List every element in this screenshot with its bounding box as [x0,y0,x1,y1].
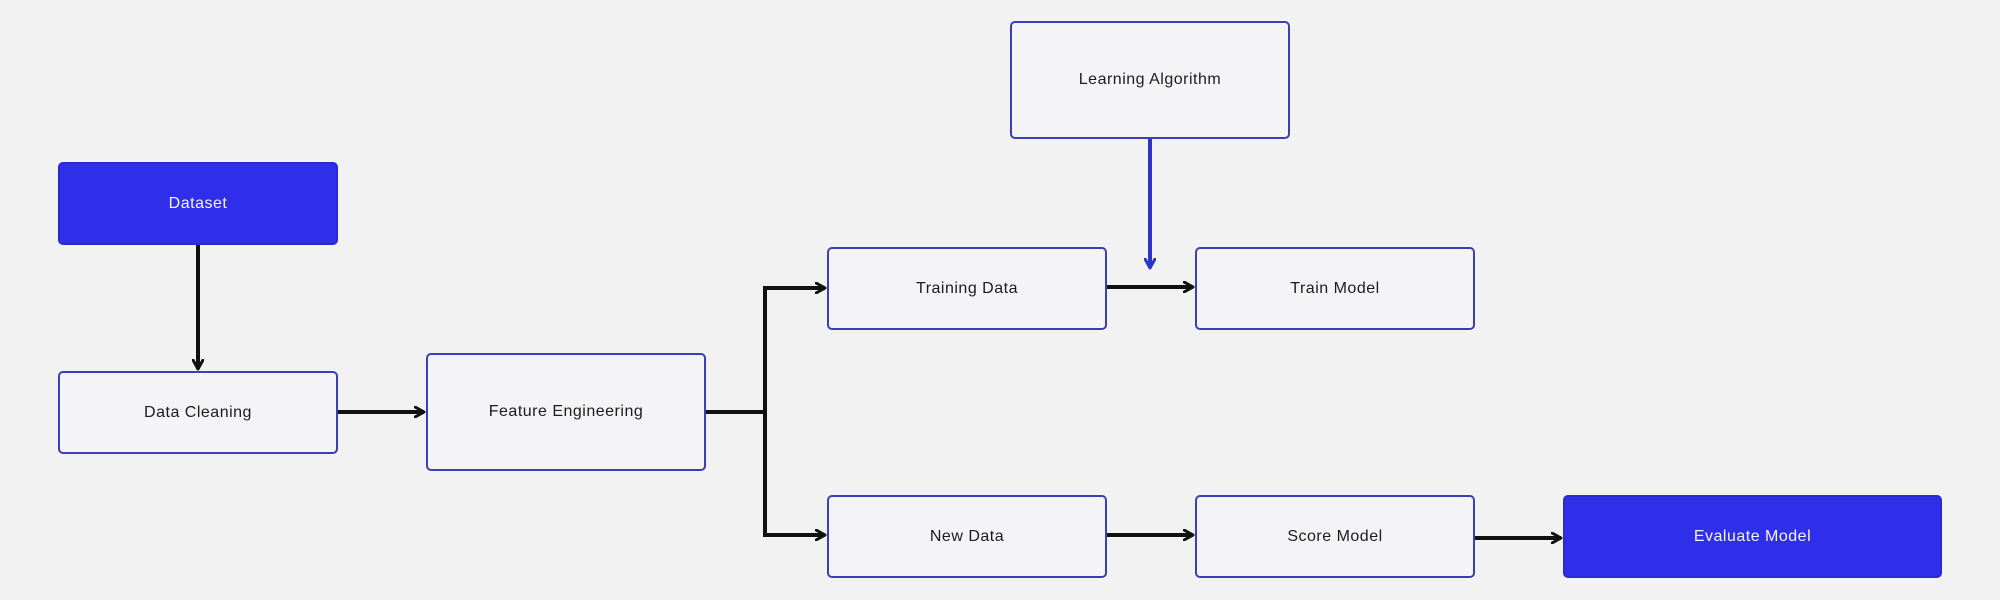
node-data-cleaning-label: Data Cleaning [144,403,252,421]
node-training-data-label: Training Data [916,279,1018,297]
node-feature-engineering-label: Feature Engineering [488,403,644,420]
node-learning-algorithm-label: Learning Algorithm [1078,71,1222,88]
node-dataset[interactable]: Dataset [58,162,338,245]
edge-feature-to-training [706,288,825,414]
edge-feature-to-newdata [763,412,825,535]
node-evaluate-model[interactable]: Evaluate Model [1563,495,1942,578]
node-training-data[interactable]: Training Data [827,247,1107,330]
node-feature-engineering[interactable]: Feature Engineering [426,353,706,471]
node-new-data[interactable]: New Data [827,495,1107,578]
node-score-model[interactable]: Score Model [1195,495,1475,578]
node-new-data-label: New Data [929,527,1005,545]
node-data-cleaning[interactable]: Data Cleaning [58,371,338,454]
node-score-model-label: Score Model [1287,527,1383,545]
node-train-model[interactable]: Train Model [1195,247,1475,330]
node-evaluate-model-label: Evaluate Model [1693,527,1812,545]
node-dataset-label: Dataset [168,194,228,212]
node-learning-algorithm[interactable]: Learning Algorithm [1010,21,1290,139]
node-train-model-label: Train Model [1290,279,1380,297]
